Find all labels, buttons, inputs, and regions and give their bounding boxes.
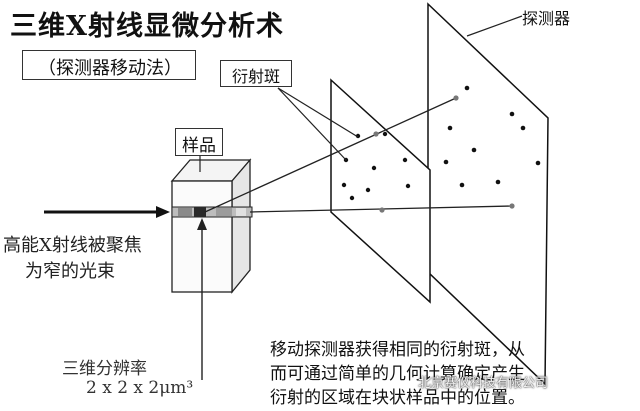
diffraction-spots-label-box: 衍射斑 <box>220 60 292 87</box>
far-detector-plane <box>427 2 549 386</box>
diffracted-ray-near-dot <box>373 131 379 137</box>
diffraction-spots-label: 衍射斑 <box>231 67 280 86</box>
diffracted-ray <box>204 97 457 213</box>
beam-label: 高能X射线被聚焦 为窄的光束 <box>3 233 142 285</box>
detector-pointer-line <box>466 15 523 37</box>
beam-label-line-2: 为窄的光束 <box>25 261 115 282</box>
resolution-label: 三维分辨率 <box>62 359 147 379</box>
near-detector-plane <box>330 78 431 304</box>
caption: 移动探测器获得相同的衍射斑，从 而可通过简单的几何计算确定产生 衍射的区域在块状… <box>270 338 525 410</box>
beam-label-line-1: 高能X射线被聚焦 <box>3 235 142 256</box>
subtitle: （探测器移动法） <box>38 58 182 79</box>
caption-line-1: 移动探测器获得相同的衍射斑，从 <box>270 340 525 360</box>
spots-pointer-line-1 <box>277 87 359 138</box>
transmitted-beam-far-dot <box>509 203 515 209</box>
diffracted-ray-far-dot <box>453 95 459 101</box>
caption-line-2: 而可通过简单的几何计算确定产生 <box>270 364 525 384</box>
far-plane-spots <box>443 85 541 188</box>
transmitted-beam-near-dot <box>379 207 385 213</box>
resolution-value: 2 x 2 x 2μm³ <box>86 378 194 398</box>
sample-label: 样品 <box>182 136 216 156</box>
incoming-beam-arrowhead <box>156 206 170 218</box>
sample-block <box>170 158 252 294</box>
diagram-title: 三维X射线显微分析术 <box>10 11 284 42</box>
subtitle-box: （探测器移动法） <box>22 50 196 80</box>
resolution-arrowhead <box>197 218 207 230</box>
sample-label-box: 样品 <box>175 128 223 156</box>
near-plane-spots <box>341 131 411 201</box>
caption-line-3: 衍射的区域在块状样品中的位置。 <box>270 388 525 408</box>
spots-pointer-line-2 <box>277 87 347 161</box>
watermark: 北京赛仪科技有限公司 <box>418 376 549 391</box>
detector-label: 探测器 <box>522 9 571 28</box>
